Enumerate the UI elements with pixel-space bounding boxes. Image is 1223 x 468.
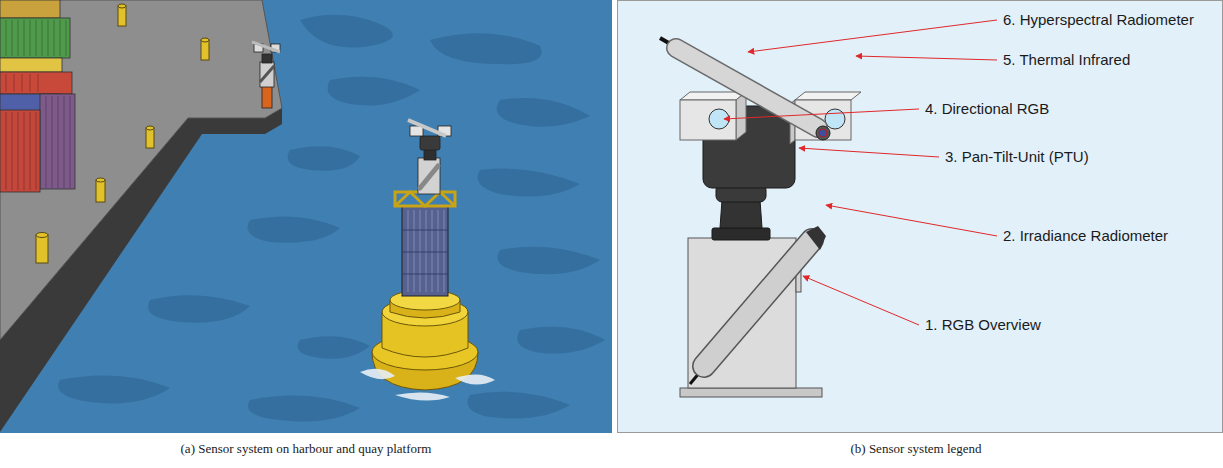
bollards — [36, 4, 209, 263]
bollards-part — [36, 235, 48, 263]
irradiance-radiometer-part — [704, 240, 812, 366]
buoy-sensor-mast-part — [420, 136, 440, 150]
irradiance-radiometer-part — [806, 226, 826, 250]
water-patches-part — [478, 169, 581, 197]
container-ridges-part — [6, 74, 38, 92]
leader-arrows-part — [803, 276, 919, 325]
container-ridges-part — [6, 20, 66, 56]
legend-background — [618, 1, 1223, 433]
containers-part — [0, 110, 40, 192]
callout-label: 4. Directional RGB — [925, 100, 1049, 118]
containers-part — [40, 94, 75, 189]
bollards-part — [201, 38, 209, 42]
water-patches-part — [430, 33, 542, 64]
callout-label: 3. Pan-Tilt-Unit (PTU) — [945, 148, 1089, 166]
buoy-waves-part — [455, 374, 495, 384]
quay-top — [0, 0, 282, 340]
thermal-camera-right-part — [795, 92, 861, 100]
bollards-part — [96, 180, 105, 202]
solar-tower — [395, 192, 455, 296]
leader-arrows — [724, 20, 997, 325]
buoy-waves — [360, 369, 495, 401]
water-patches-part — [248, 396, 360, 422]
pan-tilt-unit-part — [712, 228, 770, 240]
water-patches-part — [497, 98, 590, 127]
bollards-part — [96, 178, 105, 182]
quay-sensor-mast — [252, 42, 280, 108]
bollards-part — [201, 40, 209, 60]
buoy-sensor-mast-part — [408, 120, 446, 136]
containers-part — [0, 58, 62, 72]
hyperspectral-radiometer-part — [676, 48, 818, 128]
leader-arrows-part — [724, 109, 919, 119]
containers-part — [0, 0, 60, 18]
irradiance-radiometer-part — [704, 240, 812, 366]
bollards-part — [36, 233, 48, 238]
thermal-camera-left — [680, 92, 746, 140]
water-patches-part — [148, 295, 250, 322]
leader-arrows-part — [856, 56, 997, 60]
quay-sensor-mast-part — [262, 86, 272, 108]
irradiance-radiometer — [690, 226, 826, 384]
callout-label: 6. Hyperspectral Radiometer — [1003, 11, 1194, 29]
water-patches-part — [498, 247, 601, 275]
directional-rgb-camera — [816, 126, 830, 140]
thermal-camera-left-part — [736, 92, 746, 140]
quay-sensor-mast-part — [262, 54, 272, 63]
containers-part — [0, 72, 72, 94]
thermal-camera-left-part — [680, 100, 736, 140]
water-patches-part — [300, 15, 393, 48]
leader-arrows-part — [826, 205, 997, 236]
leader-arrows-part — [799, 148, 939, 157]
water-patches-part — [468, 392, 571, 419]
pan-tilt-unit — [703, 106, 795, 240]
buoy-sensor-mast-part — [418, 158, 440, 194]
callout-label: 1. RGB Overview — [925, 316, 1041, 334]
water — [0, 0, 612, 433]
directional-rgb-camera-part — [816, 126, 830, 140]
thermal-camera-right-part — [825, 109, 845, 129]
hyperspectral-radiometer — [660, 38, 818, 128]
callout-label: 2. Irradiance Radiometer — [1003, 227, 1168, 245]
subfigure-caption: (b) Sensor system legend — [613, 441, 1219, 457]
containers-part — [0, 18, 70, 58]
water-patches-part — [248, 216, 341, 242]
water-patches-part — [298, 336, 371, 359]
container-ridges-part — [46, 96, 70, 188]
solar-tower-part — [402, 230, 448, 274]
solar-tower-part — [402, 206, 448, 296]
hyperspectral-radiometer-part — [676, 48, 818, 128]
harbour-scene — [0, 0, 612, 433]
containers — [0, 0, 75, 192]
water-patches-part — [288, 146, 361, 171]
container-ridges — [6, 20, 70, 190]
solar-tower-part — [408, 210, 444, 292]
callout-label: 5. Thermal Infrared — [1003, 51, 1130, 69]
container-ridges-part — [6, 112, 36, 190]
buoy-waves-part — [395, 392, 450, 400]
directional-rgb-camera-part — [819, 129, 827, 137]
buoy-sensor-mast — [408, 120, 451, 194]
bollards-part — [146, 126, 154, 130]
water-patches-part — [517, 327, 605, 354]
subfigure-caption: (a) Sensor system on harbour and quay pl… — [0, 441, 612, 457]
leader-arrows-part — [748, 20, 997, 52]
quay-sensor-mast-part — [260, 66, 274, 82]
buoy-sensor-mast-part — [420, 166, 438, 188]
legend-panel — [618, 1, 1223, 433]
bollards-part — [146, 128, 154, 148]
bollards-part — [118, 6, 126, 26]
water-patches-part — [58, 376, 170, 404]
bollards-part — [118, 4, 126, 8]
quay-sensor-mast-part — [252, 42, 280, 52]
water-patches-part — [328, 77, 421, 106]
base-plate — [680, 388, 822, 397]
buoy-waves-part — [360, 369, 395, 379]
quay-sensor-mast-part — [260, 62, 274, 87]
